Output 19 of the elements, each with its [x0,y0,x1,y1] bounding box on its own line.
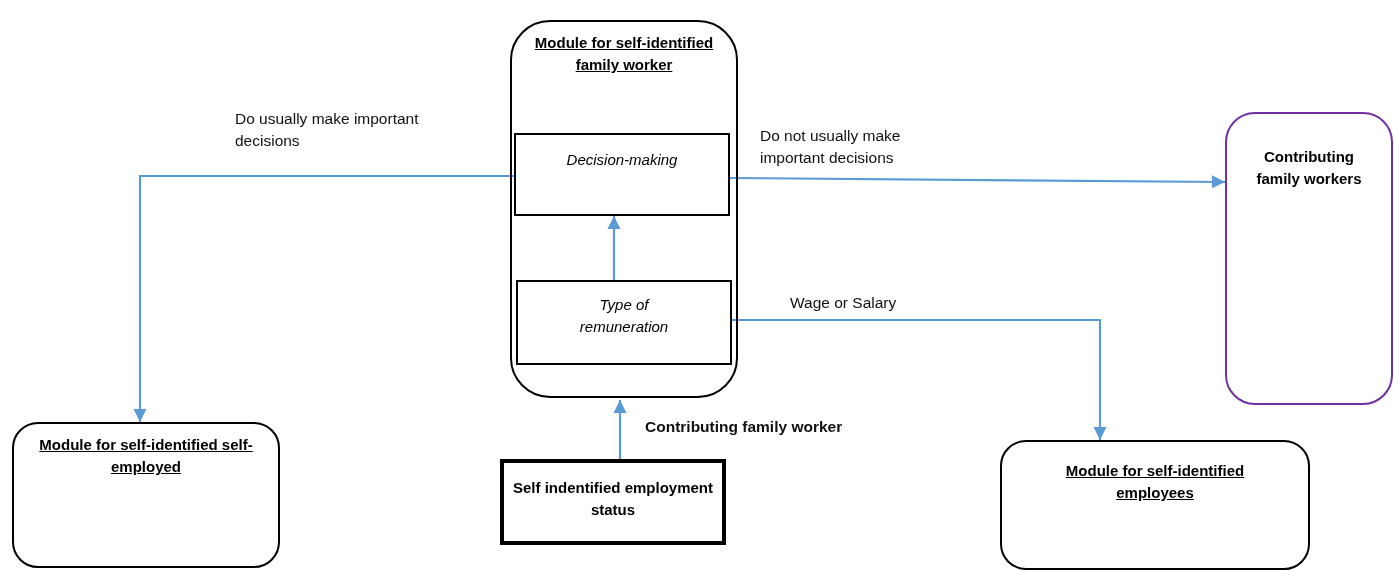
module-container [510,20,738,398]
node-text: Self indentified employment status [512,478,714,520]
process-box [500,459,726,545]
node-text: Decision-making [565,150,679,170]
node-text: Type of remuneration [578,295,670,337]
arrow [613,400,627,459]
arrow [732,318,1107,440]
process-box [1000,440,1310,570]
node-text: Module for self-identified self-employed [38,435,254,477]
arrow [730,175,1225,189]
process-box [516,280,732,365]
node-text: Module for self-identified family worker [533,33,715,75]
arrow [607,216,621,280]
node-text: Contributing family workers [1255,147,1363,189]
node-text: Module for self-identified employees [1064,461,1246,503]
arrow [133,174,514,422]
process-box [1225,112,1393,405]
process-box [514,133,730,216]
process-box [12,422,280,568]
